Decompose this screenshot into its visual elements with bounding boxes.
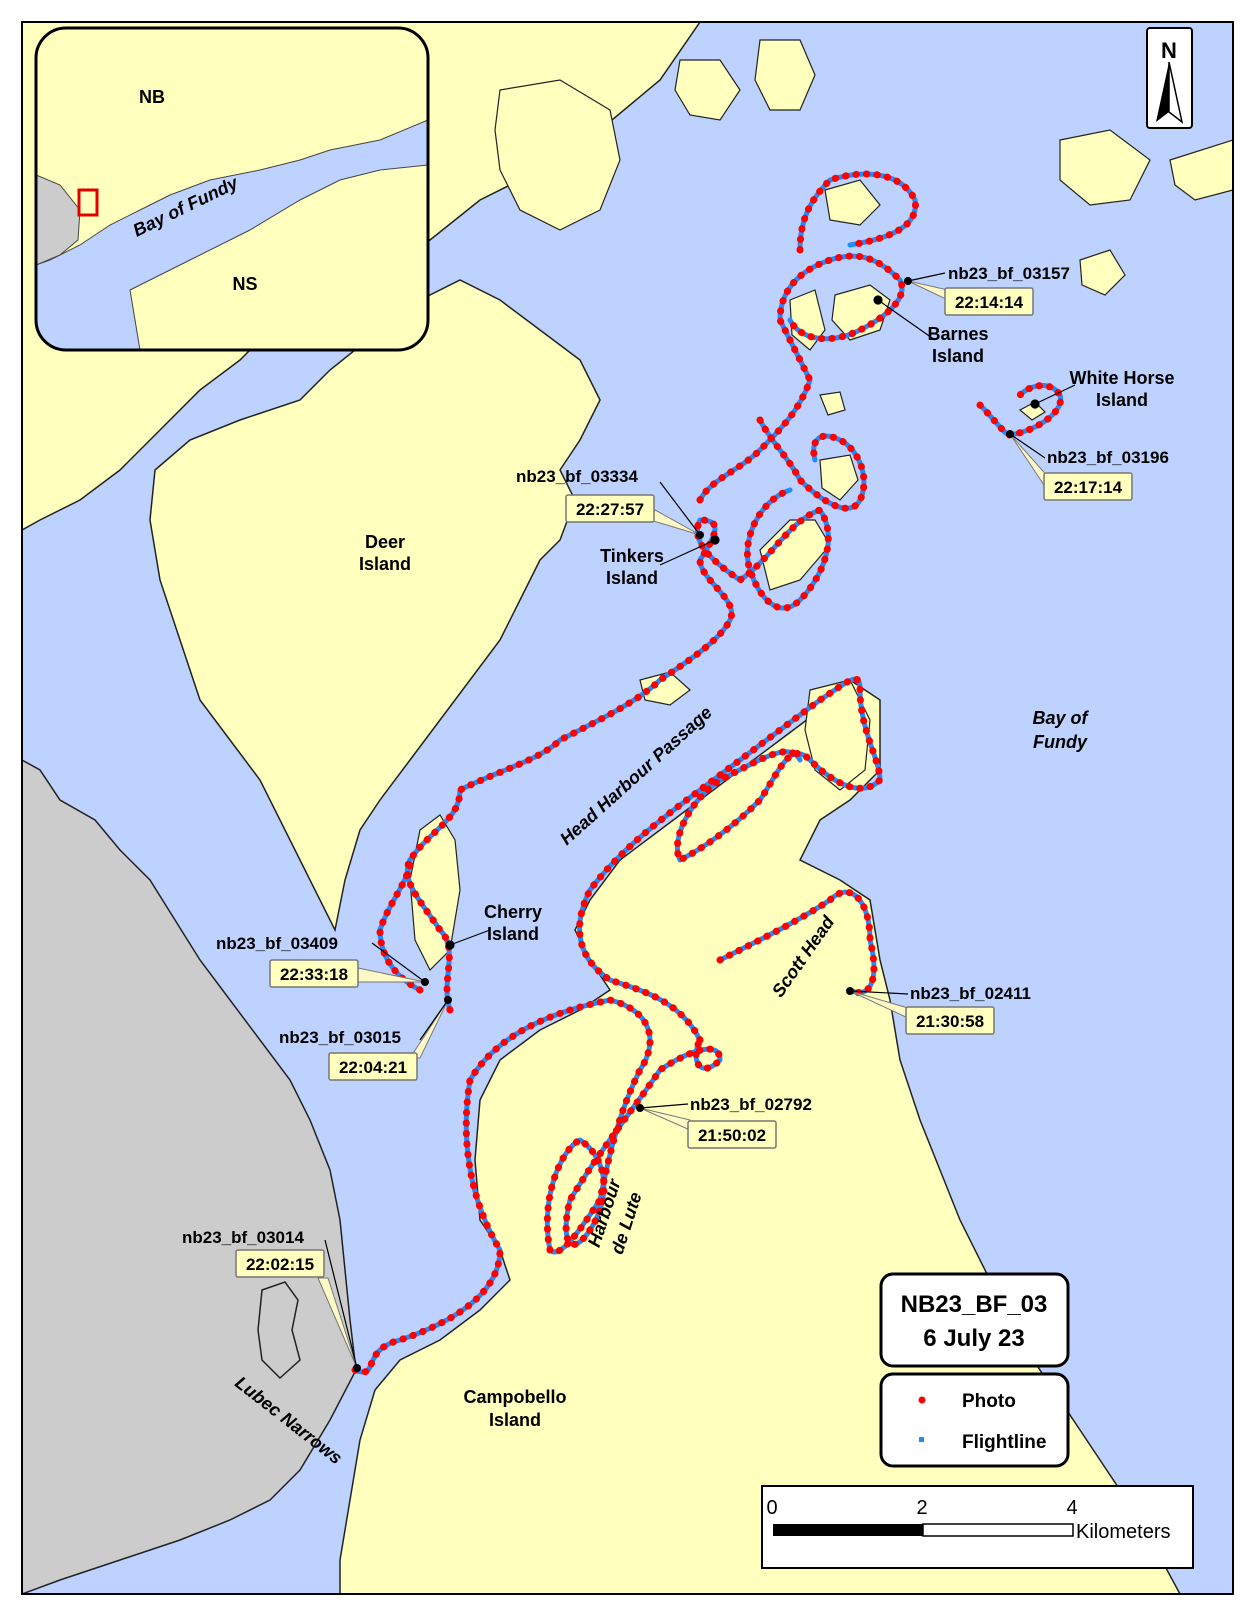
island-barnes-n bbox=[824, 179, 881, 226]
photo-time: 22:02:15 bbox=[246, 1255, 314, 1274]
callout-02792: nb23_bf_02792 21:50:02 bbox=[636, 1095, 812, 1149]
deer-island-label: Deer bbox=[365, 532, 405, 552]
photo-id: nb23_bf_03157 bbox=[948, 264, 1070, 283]
us-island bbox=[257, 1281, 301, 1380]
island-n2 bbox=[674, 59, 741, 121]
flightline-legend-label: Flightline bbox=[962, 1432, 1046, 1453]
scale-tick-0: 0 bbox=[766, 1497, 777, 1519]
campobello-label: Campobello bbox=[463, 1387, 566, 1407]
title-line2: 6 July 23 bbox=[923, 1325, 1024, 1352]
island-ne1 bbox=[1059, 129, 1151, 206]
photo-time: 21:30:58 bbox=[916, 1012, 984, 1031]
title-block: NB23_BF_03 6 July 23 bbox=[879, 1272, 1070, 1368]
callout-03196: nb23_bf_03196 22:17:14 bbox=[1006, 430, 1169, 501]
island-mid1 bbox=[819, 454, 859, 501]
callout-03014: nb23_bf_03014 22:02:15 bbox=[182, 1228, 361, 1372]
island-n1 bbox=[494, 79, 621, 231]
photo-id: nb23_bf_03334 bbox=[516, 467, 638, 486]
tinkers-label: Tinkers bbox=[600, 546, 664, 566]
inset-ns bbox=[129, 164, 428, 350]
photo-time: 22:04:21 bbox=[339, 1058, 407, 1077]
photo-id: nb23_bf_03014 bbox=[182, 1228, 304, 1247]
cherry-label-2: Island bbox=[487, 924, 539, 944]
inset-map: NB NS Bay of Fundy bbox=[34, 26, 430, 352]
cherry-label: Cherry bbox=[484, 902, 542, 922]
tinkers-label-2: Island bbox=[606, 568, 658, 588]
photo-id: nb23_bf_02792 bbox=[690, 1095, 812, 1114]
photo-callouts: nb23_bf_03157 22:14:14 nb23_bf_03196 22:… bbox=[182, 264, 1169, 1372]
photo-time: 22:33:18 bbox=[280, 965, 348, 984]
island-mid3 bbox=[639, 671, 691, 706]
deer-island-label-2: Island bbox=[359, 554, 411, 574]
callout-03334: nb23_bf_03334 22:27:57 bbox=[516, 467, 704, 539]
inset-ns-label: NS bbox=[232, 274, 257, 294]
north-letter: N bbox=[1161, 38, 1177, 63]
inset-nb-label: NB bbox=[139, 87, 165, 107]
legend: Photo Flightline bbox=[879, 1372, 1070, 1468]
island-ne2 bbox=[1169, 139, 1233, 201]
scale-tick-4: 4 bbox=[1066, 1497, 1077, 1519]
island-mid4 bbox=[819, 391, 846, 416]
barnes-label: Barnes bbox=[927, 324, 988, 344]
island-n3 bbox=[754, 39, 816, 111]
photo-time: 21:50:02 bbox=[698, 1126, 766, 1145]
photo-id: nb23_bf_03015 bbox=[279, 1028, 401, 1047]
scale-unit: Kilometers bbox=[1076, 1521, 1170, 1543]
us-mainland bbox=[22, 759, 357, 1594]
north-arrow: N bbox=[1146, 27, 1193, 129]
photo-legend-swatch bbox=[918, 1396, 926, 1404]
island-head bbox=[804, 679, 871, 791]
bay-of-fundy-label: Bay of bbox=[1032, 708, 1089, 728]
scale-bar: 0 2 4 Kilometers bbox=[761, 1485, 1194, 1569]
island-leaders bbox=[445, 295, 1076, 950]
white-horse-label: White Horse bbox=[1069, 368, 1174, 388]
callout-03409: nb23_bf_03409 22:33:18 bbox=[216, 934, 429, 988]
photo-time: 22:27:57 bbox=[576, 500, 644, 519]
callout-03157: nb23_bf_03157 22:14:14 bbox=[904, 264, 1070, 316]
callout-03015: nb23_bf_03015 22:04:21 bbox=[279, 996, 452, 1081]
photo-time: 22:17:14 bbox=[1054, 478, 1123, 497]
inset-extent-box bbox=[77, 188, 99, 217]
photo-id: nb23_bf_02411 bbox=[910, 984, 1031, 1003]
campobello-label-2: Island bbox=[489, 1410, 541, 1430]
island-ne3 bbox=[1079, 249, 1126, 296]
title-line1: NB23_BF_03 bbox=[901, 1291, 1048, 1318]
photo-legend-label: Photo bbox=[962, 1391, 1016, 1412]
photo-time: 22:14:14 bbox=[955, 293, 1024, 312]
callout-02411: nb23_bf_02411 21:30:58 bbox=[846, 984, 1031, 1035]
barnes-label-2: Island bbox=[932, 346, 984, 366]
photo-id: nb23_bf_03196 bbox=[1047, 448, 1169, 467]
inset-us bbox=[36, 174, 81, 266]
flightline-legend-swatch bbox=[919, 1437, 924, 1442]
white-horse-label-2: Island bbox=[1096, 390, 1148, 410]
map-frame bbox=[21, 21, 1234, 1595]
photo-id: nb23_bf_03409 bbox=[216, 934, 338, 953]
scale-tick-2: 2 bbox=[916, 1497, 927, 1519]
bay-of-fundy-label-2: Fundy bbox=[1033, 732, 1088, 752]
